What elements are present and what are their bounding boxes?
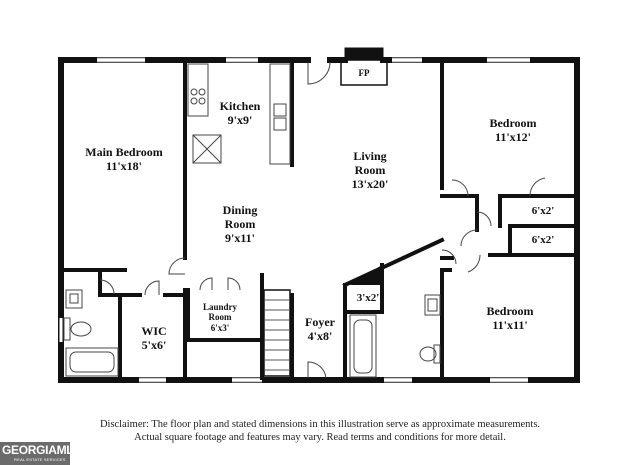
dining-room-size: 9'x11': [224, 230, 255, 245]
main-bedroom-size: 11'x18': [105, 158, 142, 173]
dining-room-name: Dining Room: [222, 203, 258, 231]
laundry-name: Laundry Room: [202, 302, 237, 323]
interior-walls: [61, 60, 577, 380]
bedroom-1-name: Bedroom: [489, 116, 537, 130]
closet-2-label: 6'x2': [520, 234, 566, 247]
stairs: [263, 289, 291, 377]
bedroom-1-size: 11'x12': [494, 129, 531, 144]
kitchen-fixtures: [187, 63, 291, 165]
main-bedroom-name: Main Bedroom: [85, 145, 163, 159]
living-room-size: 13'x20': [351, 176, 389, 191]
disclaimer-line-1: Disclaimer: The floor plan and stated di…: [99, 419, 541, 430]
foyer-size: 4'x8': [307, 328, 333, 343]
bedroom-1-label: Bedroom 11'x12': [478, 116, 548, 145]
living-room-label: Living Room 13'x20': [340, 149, 400, 191]
closet-1-size: 6'x2': [531, 205, 555, 217]
closet-1-label: 6'x2': [520, 205, 566, 218]
logo-brand: GEORGIAMLS: [2, 443, 82, 457]
kitchen-label: Kitchen 9'x9': [208, 99, 272, 128]
disclaimer-line-2: Actual square footage and features may v…: [134, 432, 506, 443]
laundry-label: Laundry Room 6'x3': [194, 302, 246, 333]
bath-fixtures: [63, 289, 441, 378]
foyer-label: Foyer 4'x8': [296, 315, 344, 344]
foyer-name: Foyer: [305, 315, 335, 329]
closet-2-size: 6'x2': [531, 234, 555, 246]
wic-size: 5'x6': [141, 337, 167, 352]
bedroom-2-label: Bedroom 11'x11': [472, 304, 548, 333]
fireplace-label: FP: [358, 68, 370, 78]
bedroom-2-name: Bedroom: [486, 304, 534, 318]
living-room-name: Living Room: [353, 149, 387, 177]
laundry-size: 6'x3': [210, 322, 230, 333]
closet-3-label: 3'x2': [348, 292, 388, 305]
wic-label: WIC 5'x6': [128, 324, 180, 353]
logo-tagline: REAL ESTATE SERVICES: [14, 457, 66, 462]
kitchen-size: 9'x9': [227, 112, 253, 127]
fireplace: [340, 47, 388, 86]
kitchen-name: Kitchen: [219, 99, 261, 113]
dining-room-label: Dining Room 9'x11': [214, 203, 266, 245]
closet-3-size: 3'x2': [356, 292, 380, 304]
main-bedroom-label: Main Bedroom 11'x18': [84, 145, 164, 174]
wic-name: WIC: [141, 324, 167, 338]
georgiamls-logo: GEORGIAMLS REAL ESTATE SERVICES: [0, 442, 81, 465]
bedroom-2-size: 11'x11': [492, 317, 528, 332]
windows: [59, 58, 530, 382]
door-swings: [99, 61, 546, 379]
closet-3-triangle: [350, 265, 382, 285]
